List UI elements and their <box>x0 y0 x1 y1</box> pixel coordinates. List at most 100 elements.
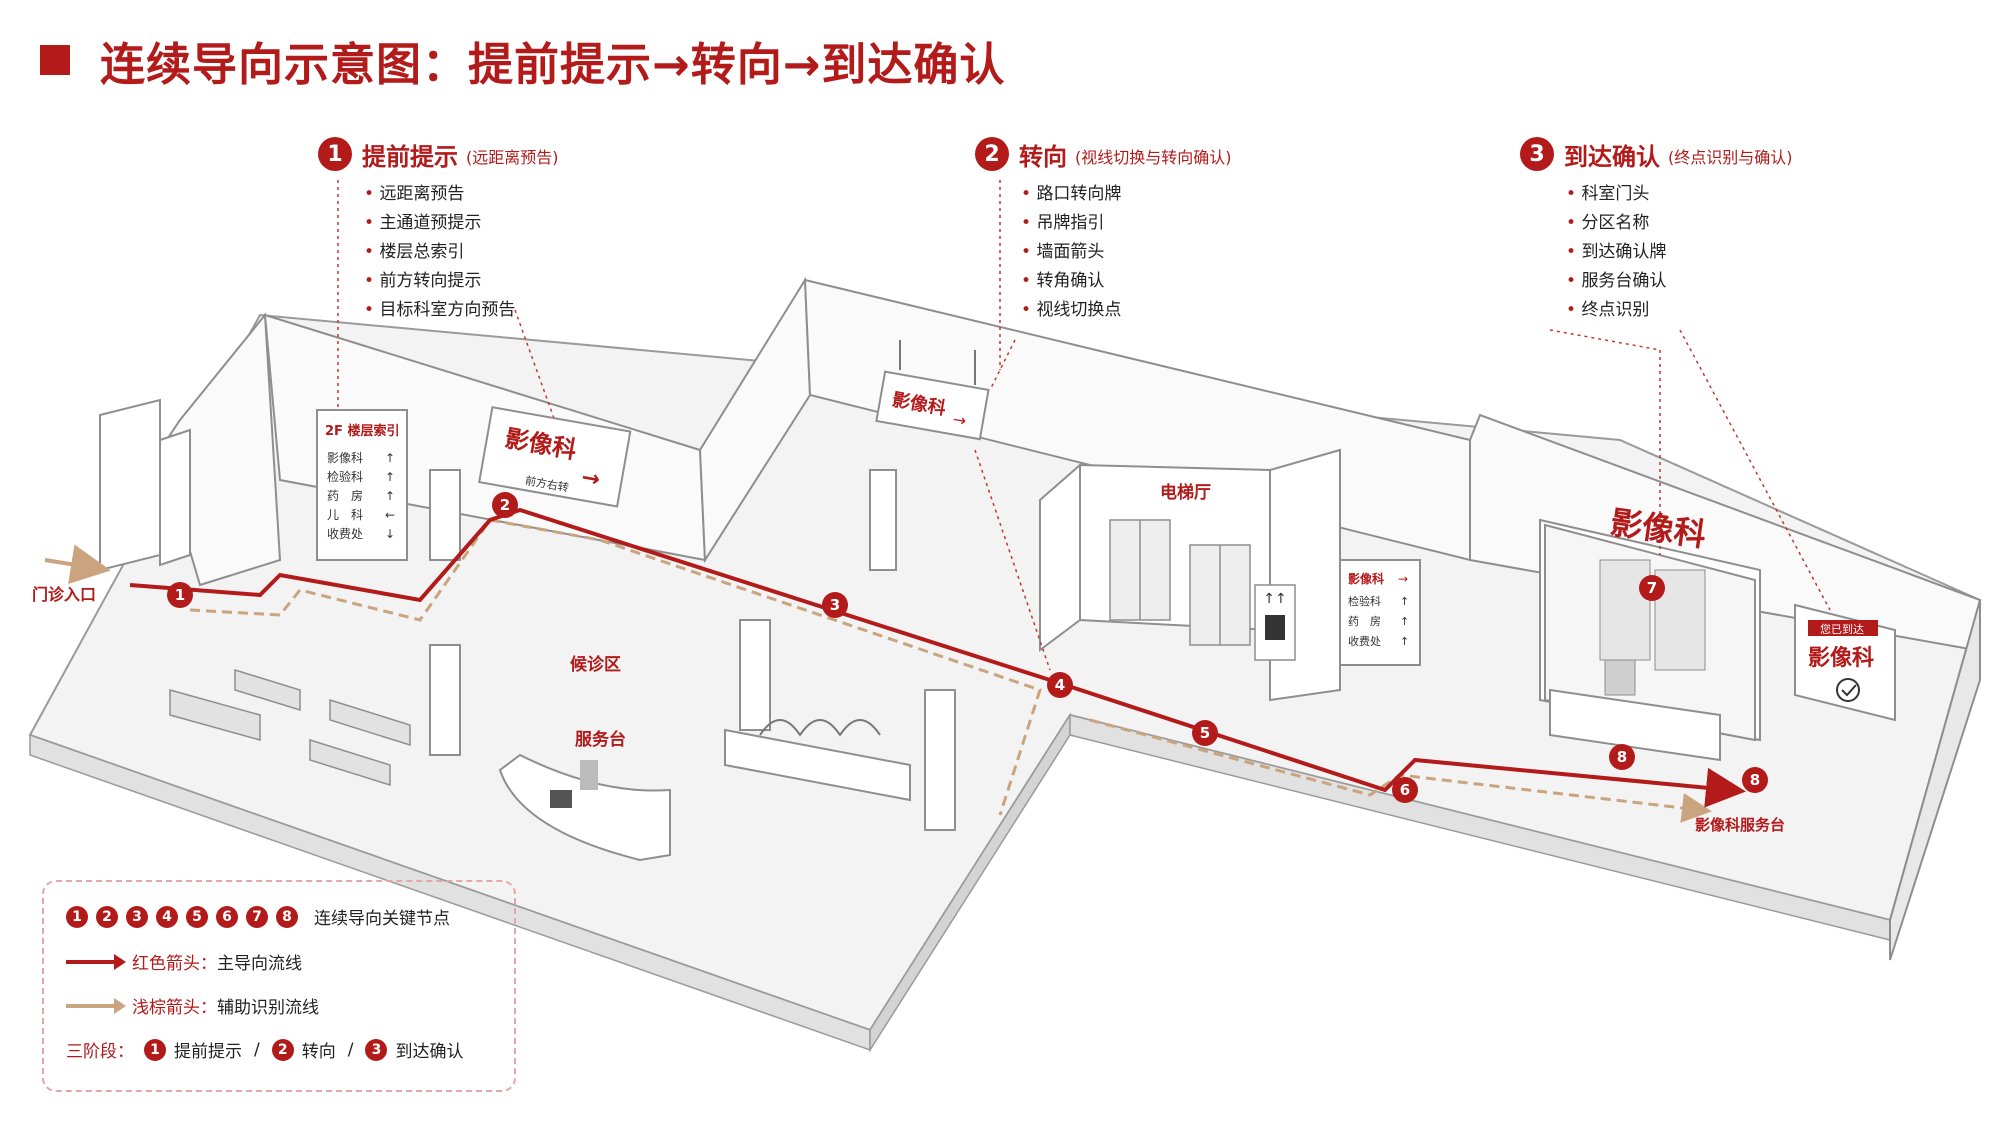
list-item: 楼层总索引 <box>364 238 559 267</box>
list-item: 吊牌指引 <box>1021 209 1232 238</box>
aux-route <box>189 518 1700 815</box>
phase-subtitle: (终点识别与确认) <box>1668 148 1793 167</box>
phase-title: 转向 <box>1019 142 1067 171</box>
route-nodes: 1 2 3 4 5 6 7 8 8 <box>167 492 1768 803</box>
legend-node-badge: 6 <box>216 905 238 928</box>
legend-node-badge: 5 <box>186 905 208 928</box>
side-sign-row: 收费处 <box>1348 634 1381 648</box>
directory-arrow: ↑ <box>385 451 395 465</box>
svg-text:4: 4 <box>1055 676 1065 694</box>
list-item: 视线切换点 <box>1021 296 1232 325</box>
legend-nodes-row: 1 2 3 4 5 6 7 8 连续导向关键节点 <box>66 904 450 929</box>
legend-node-badge: 1 <box>66 905 88 928</box>
phase-1-head: 1 提前提示 (远距离预告) <box>318 134 559 174</box>
legend-brown-label: 浅棕箭头： <box>132 998 217 1018</box>
directory-arrow: ↓ <box>385 527 395 541</box>
legend-stage-badge: 1 <box>144 1038 166 1061</box>
page-header: 连续导向示意图：提前提示→转向→到达确认 <box>40 30 1006 91</box>
svg-text:5: 5 <box>1200 724 1210 742</box>
directory-row: 收费处 <box>327 527 363 541</box>
legend-separator: / <box>347 1039 354 1060</box>
check-icon <box>1836 678 1860 702</box>
side-sign-arrow: ↑ <box>1400 595 1409 608</box>
legend-node-label: 连续导向关键节点 <box>314 909 450 929</box>
phase-2: 2 转向 (视线切换与转向确认) 路口转向牌 吊牌指引 墙面箭头 转角确认 视线… <box>975 134 1232 325</box>
directory-arrow: ← <box>385 508 395 522</box>
phase-3-head: 3 到达确认 (终点识别与确认) <box>1520 134 1793 174</box>
dept-desk-label: 影像科服务台 <box>1695 816 1785 834</box>
list-item: 前方转向提示 <box>364 267 559 296</box>
legend-node-badge: 3 <box>126 905 148 928</box>
phase-subtitle: (视线切换与转向确认) <box>1075 148 1232 167</box>
wall-sign-imaging: 影像科 → 前方右转 <box>478 406 632 508</box>
legend-brown-desc: 辅助识别流线 <box>217 998 319 1018</box>
list-item: 终点识别 <box>1566 296 1793 325</box>
page-title: 连续导向示意图：提前提示→转向→到达确认 <box>100 37 1006 91</box>
list-item: 服务台确认 <box>1566 267 1793 296</box>
route-node: 3 <box>822 592 848 618</box>
phase-2-head: 2 转向 (视线切换与转向确认) <box>975 134 1232 174</box>
elevator-hall-label: 电梯厅 <box>1160 482 1211 503</box>
legend-stage-name: 到达确认 <box>395 1042 464 1062</box>
list-item: 主通道预提示 <box>364 209 559 238</box>
route-node: 1 <box>167 582 193 608</box>
directory-row: 药 房 <box>327 488 363 503</box>
directory-arrow: ↑ <box>385 489 395 503</box>
confirm-title: 影像科 <box>1808 645 1874 671</box>
list-item: 到达确认牌 <box>1566 238 1793 267</box>
directory-arrow: ↑ <box>385 470 395 484</box>
legend-node-badge: 4 <box>156 905 178 928</box>
list-item: 科室门头 <box>1566 180 1793 209</box>
svg-text:8: 8 <box>1750 771 1760 789</box>
leader-lines <box>337 180 1831 671</box>
list-item: 墙面箭头 <box>1021 238 1232 267</box>
svg-text:1: 1 <box>175 586 185 604</box>
legend-stage-name: 提前提示 <box>174 1042 242 1062</box>
phase-1: 1 提前提示 (远距离预告) 远距离预告 主通道预提示 楼层总索引 前方转向提示… <box>318 134 559 325</box>
department-portal <box>1544 523 1756 742</box>
list-item: 转角确认 <box>1021 267 1232 296</box>
brown-arrow-icon <box>66 997 126 1014</box>
svg-text:7: 7 <box>1647 579 1657 597</box>
service-desk <box>498 753 671 862</box>
floor-directory-sign: 2F 楼层索引 影像科 ↑ 检验科 ↑ 药 房 ↑ 儿 科 ← 收费处 ↓ <box>316 409 408 561</box>
confirm-badge: 您已到达 <box>1820 623 1864 636</box>
hanging-sign-arrow: → <box>951 409 968 430</box>
right-wall <box>1889 599 1981 961</box>
phase-title: 提前提示 <box>362 142 458 171</box>
phase-1-list: 远距离预告 主通道预提示 楼层总索引 前方转向提示 目标科室方向预告 <box>318 180 559 325</box>
hanging-sign: 影像科 → <box>875 340 990 441</box>
phase-subtitle: (远距离预告) <box>466 148 559 167</box>
service-desk-label: 服务台 <box>575 729 626 750</box>
phase-number-badge: 3 <box>1520 137 1554 171</box>
side-sign-row: 检验科 <box>1348 594 1381 608</box>
legend-red-row: 红色箭头： 主导向流线 <box>66 949 302 974</box>
phase-number-badge: 2 <box>975 137 1009 171</box>
legend-red-desc: 主导向流线 <box>217 954 302 974</box>
legend-node-badge: 8 <box>276 905 298 928</box>
legend-stages-row: 三阶段： 1 提前提示 / 2 转向 / 3 到达确认 <box>66 1037 463 1062</box>
legend-separator: / <box>254 1039 260 1060</box>
phase-3-list: 科室门头 分区名称 到达确认牌 服务台确认 终点识别 <box>1520 180 1793 325</box>
legend-stage-name: 转向 <box>301 1042 336 1062</box>
svg-text:3: 3 <box>830 596 840 614</box>
side-sign-row: 影像科 <box>1348 571 1384 586</box>
legend-brown-row: 浅棕箭头： 辅助识别流线 <box>66 993 319 1018</box>
legend-red-label: 红色箭头： <box>132 954 217 974</box>
route-node: 2 <box>492 492 518 518</box>
directory-row: 检验科 <box>327 469 363 484</box>
svg-text:8: 8 <box>1617 748 1627 766</box>
route-node: 8 <box>1742 767 1768 793</box>
wall-sign-arrow: → <box>579 465 601 493</box>
phase-number-badge: 1 <box>318 137 352 171</box>
svg-text:6: 6 <box>1400 781 1410 799</box>
list-item: 远距离预告 <box>364 180 559 209</box>
title-square-icon <box>40 45 70 75</box>
side-sign-arrow: ↑ <box>1400 635 1409 648</box>
route-node: 4 <box>1047 672 1073 698</box>
list-item: 分区名称 <box>1566 209 1793 238</box>
legend-stage-badge: 3 <box>365 1038 388 1061</box>
phase-2-list: 路口转向牌 吊牌指引 墙面箭头 转角确认 视线切换点 <box>975 180 1232 325</box>
side-sign-arrow: ↑ <box>1400 615 1409 628</box>
phase-3: 3 到达确认 (终点识别与确认) 科室门头 分区名称 到达确认牌 服务台确认 终… <box>1520 134 1793 325</box>
